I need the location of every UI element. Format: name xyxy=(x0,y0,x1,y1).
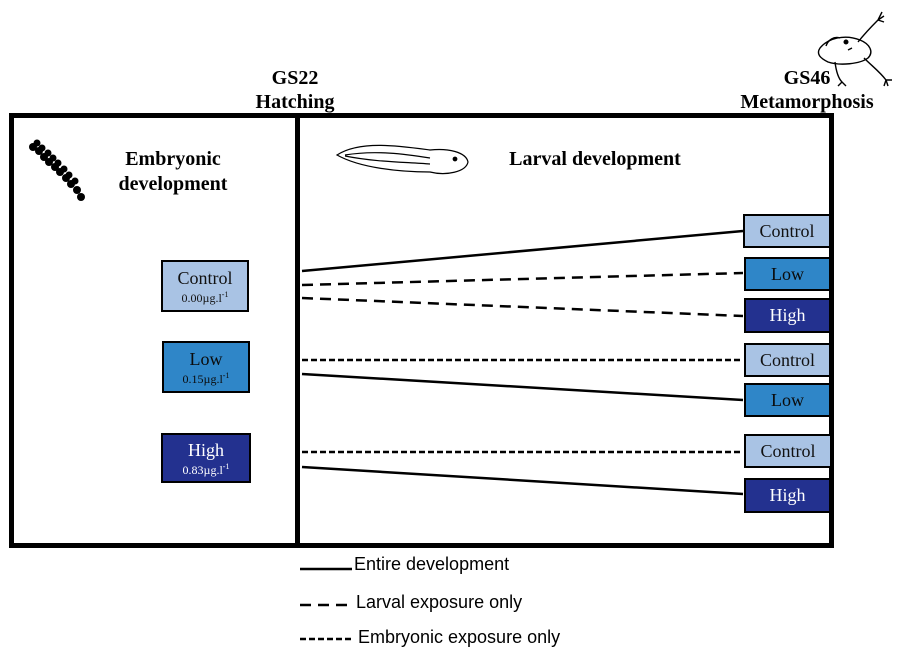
stage-gs22-label: GS22 Hatching xyxy=(235,66,355,114)
larval-panel-title: Larval development xyxy=(509,148,681,170)
connection-control-to-low xyxy=(301,271,744,287)
stage-gs22-name: Hatching xyxy=(255,91,335,113)
embryo-treatment-high: High 0.83µg.l-1 xyxy=(161,433,251,483)
stage-gs46-code: GS46 xyxy=(783,67,831,89)
larval-treatment-high-2: High xyxy=(744,478,831,513)
tadpole-icon xyxy=(335,144,469,175)
connection-control-to-high xyxy=(301,296,744,318)
embryo-treatment-concentration: 0.83µg.l-1 xyxy=(182,462,230,477)
stage-gs46-name: Metamorphosis xyxy=(740,91,874,113)
legend-entire-development: Entire development xyxy=(354,554,510,574)
frog-icon xyxy=(817,11,892,87)
embryonic-panel-title: Embryonic development xyxy=(118,148,228,195)
embryo-treatment-concentration: 0.15µg.l-1 xyxy=(182,371,230,386)
stage-gs22-code: GS22 xyxy=(271,67,319,89)
larval-treatment-low-1: Low xyxy=(744,257,831,291)
embryo-treatment-label: Control xyxy=(177,268,233,288)
larval-treatment-control-2: Control xyxy=(744,343,831,377)
legend-larval-exposure: Larval exposure only xyxy=(356,592,523,612)
larval-treatment-high-1: High xyxy=(744,298,831,333)
connection-high-to-high xyxy=(301,465,744,496)
larval-treatment-control-1: Control xyxy=(743,214,831,248)
connection-low-to-low xyxy=(301,372,744,402)
legend-embryonic-exposure: Embryonic exposure only xyxy=(358,627,561,647)
stage-gs46-label: GS46 Metamorphosis xyxy=(722,66,892,114)
embryo-treatment-label: High xyxy=(188,440,224,460)
embryo-treatment-control: Control 0.00µg.l-1 xyxy=(161,260,249,312)
egg-string-icon xyxy=(29,139,85,201)
larval-treatment-low-2: Low xyxy=(744,383,831,417)
embryo-treatment-low: Low 0.15µg.l-1 xyxy=(162,341,250,393)
embryo-treatment-concentration: 0.00µg.l-1 xyxy=(181,290,229,305)
larval-treatment-control-3: Control xyxy=(744,434,832,468)
connection-control-to-control xyxy=(301,229,744,273)
embryo-treatment-label: Low xyxy=(189,349,223,369)
